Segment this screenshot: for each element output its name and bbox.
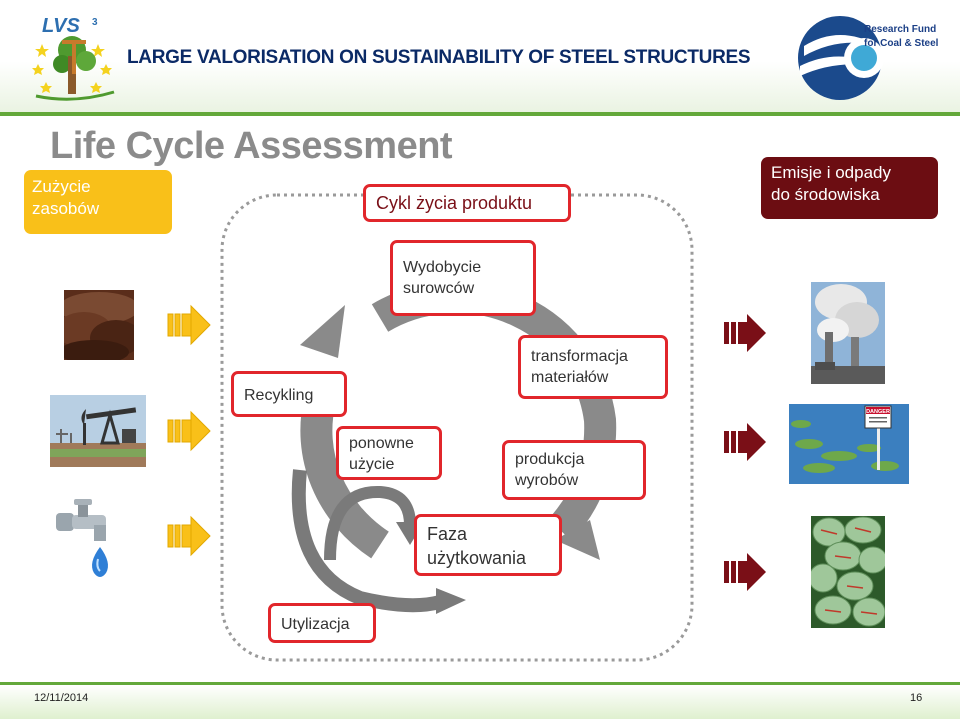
photo-water-tap	[56, 499, 108, 577]
stage-recycling: Recykling	[231, 371, 347, 417]
output-arrow-2	[724, 423, 766, 461]
stage-disposal-label: Utylizacja	[281, 616, 350, 633]
photo-soil-pile	[64, 290, 134, 360]
output-arrows	[724, 314, 766, 591]
input-arrows	[167, 304, 211, 557]
stage-extraction-line2: surowców	[403, 280, 475, 297]
cycle-arrowhead-use	[555, 520, 600, 560]
disposal-arrowhead	[436, 588, 466, 614]
input-arrow-1	[167, 304, 211, 346]
resource-use-line1: Zużycie	[32, 177, 91, 196]
cycle-arc-bottom	[300, 396, 390, 559]
stage-transformation-line2: materiałów	[531, 369, 609, 386]
stage-extraction: Wydobycie surowców	[390, 240, 536, 316]
stage-production: produkcja wyrobów	[502, 440, 646, 500]
reuse-loop	[324, 485, 416, 561]
stage-use: Faza użytkowania	[414, 514, 562, 576]
product-lifecycle-label: Cykl życia produktu	[376, 193, 533, 213]
photo-garbage-bags	[811, 516, 885, 628]
cycle-arrowhead-top	[300, 305, 345, 358]
photo-oil-pump	[50, 395, 146, 467]
stage-use-line2: użytkowania	[427, 548, 527, 568]
lvs-logo-text: LVS	[42, 15, 80, 37]
output-arrow-1	[724, 314, 766, 352]
input-arrow-3	[167, 515, 211, 557]
stage-use-line1: Faza	[427, 524, 468, 544]
footer-page-number: 16	[910, 692, 923, 704]
stage-production-line2: wyrobów	[515, 472, 579, 489]
page-title: Life Cycle Assessment	[50, 125, 453, 167]
research-fund-label: Research Fund	[864, 24, 937, 35]
stage-production-line1: produkcja	[515, 451, 585, 468]
lvs3-logo: LVS 3	[32, 15, 115, 101]
header-title: LARGE VALORISATION ON SUSTAINABILITY OF …	[127, 47, 751, 68]
emissions-box: Emisje i odpady do środowiska	[761, 157, 938, 219]
disposal-curve	[291, 469, 442, 613]
emissions-line1: Emisje i odpady	[771, 163, 892, 182]
stage-transformation: transformacja materiałów	[518, 335, 668, 399]
danger-sign-text: DANGER	[866, 409, 890, 415]
stage-extraction-line1: Wydobycie	[403, 259, 482, 276]
footer-bar	[0, 682, 960, 719]
stage-disposal: Utylizacja	[268, 603, 376, 643]
stage-reuse-line1: ponowne	[349, 435, 414, 452]
stage-reuse: ponowne użycie	[336, 426, 442, 480]
footer-date: 12/11/2014	[34, 692, 89, 704]
coal-steel-label: for Coal & Steel	[864, 38, 939, 49]
resource-use-line2: zasobów	[32, 199, 100, 218]
product-lifecycle-box: Cykl życia produktu	[363, 184, 571, 222]
photo-polluted-water: DANGER	[789, 404, 909, 484]
emissions-line2: do środowiska	[771, 185, 880, 204]
output-arrow-3	[724, 553, 766, 591]
cycle-frame	[220, 193, 694, 662]
stage-reuse-line2: użycie	[349, 456, 395, 473]
input-arrow-2	[167, 410, 211, 452]
stage-transformation-line1: transformacja	[531, 348, 628, 365]
lvs-logo-sub: 3	[92, 17, 98, 28]
research-fund-logo	[798, 16, 884, 100]
photo-smokestacks	[811, 282, 885, 384]
resource-use-box: Zużycie zasobów	[24, 170, 172, 234]
stage-recycling-label: Recykling	[244, 387, 314, 404]
